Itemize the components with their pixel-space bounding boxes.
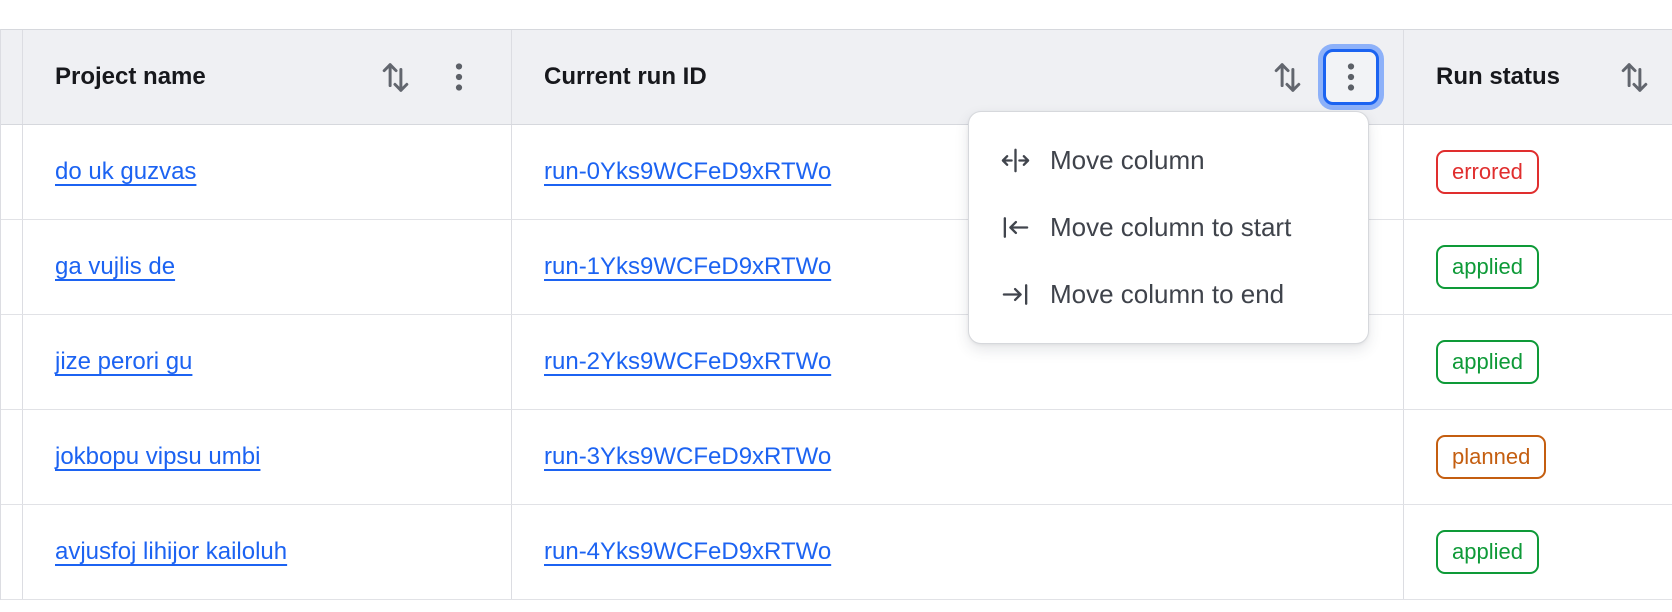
leading-column-header xyxy=(1,30,23,124)
run-status-cell: applied xyxy=(1404,220,1672,314)
column-header-project-name: Project name xyxy=(23,30,512,124)
projects-table: Project name xyxy=(0,29,1672,600)
table-row: do uk guzvas run-0Yks9WCFeD9xRTWo errore… xyxy=(1,125,1672,220)
run-status-cell: applied xyxy=(1404,505,1672,599)
menu-item-move-column-to-end[interactable]: Move column to end xyxy=(969,261,1368,328)
run-id-link[interactable]: run-4Yks9WCFeD9xRTWo xyxy=(544,538,832,565)
menu-item-label: Move column to end xyxy=(1050,279,1285,309)
table-header-row: Project name xyxy=(1,30,1672,125)
menu-item-label: Move column to start xyxy=(1050,212,1292,242)
menu-item-move-column-to-start[interactable]: Move column to start xyxy=(969,194,1368,261)
table-row: jize perori gu run-2Yks9WCFeD9xRTWo appl… xyxy=(1,315,1672,410)
run-id-link[interactable]: run-1Yks9WCFeD9xRTWo xyxy=(544,253,832,280)
menu-item-move-column[interactable]: Move column xyxy=(969,127,1368,194)
move-column-to-end-icon xyxy=(1000,279,1031,310)
table-row: ga vujlis de run-1Yks9WCFeD9xRTWo applie… xyxy=(1,220,1672,315)
kebab-menu-icon xyxy=(1347,63,1355,91)
run-status-cell: applied xyxy=(1404,315,1672,409)
status-badge: applied xyxy=(1436,244,1539,290)
leading-cell xyxy=(1,220,23,314)
sort-arrows-icon xyxy=(382,60,409,95)
kebab-menu-icon xyxy=(455,63,463,91)
column-menu-button-current-run-id[interactable] xyxy=(1323,49,1379,105)
project-name-cell: jize perori gu xyxy=(23,315,512,409)
status-badge: applied xyxy=(1436,339,1539,385)
project-name-cell: ga vujlis de xyxy=(23,220,512,314)
project-name-cell: do uk guzvas xyxy=(23,125,512,219)
run-id-cell: run-0Yks9WCFeD9xRTWo xyxy=(512,125,1404,219)
status-badge: applied xyxy=(1436,529,1539,575)
table-row: jokbopu vipsu umbi run-3Yks9WCFeD9xRTWo … xyxy=(1,410,1672,505)
leading-cell xyxy=(1,505,23,599)
column-label: Current run ID xyxy=(544,63,707,90)
project-link[interactable]: ga vujlis de xyxy=(55,253,176,280)
status-badge: errored xyxy=(1436,149,1539,195)
run-id-cell: run-1Yks9WCFeD9xRTWo xyxy=(512,220,1404,314)
sort-button-current-run-id[interactable] xyxy=(1274,60,1301,95)
project-link[interactable]: jokbopu vipsu umbi xyxy=(55,443,261,470)
project-link[interactable]: avjusfoj lihijor kailoluh xyxy=(55,538,288,565)
run-status-cell: errored xyxy=(1404,125,1672,219)
sort-button-project-name[interactable] xyxy=(382,60,409,95)
move-column-to-start-icon xyxy=(1000,212,1031,243)
move-column-icon xyxy=(1000,145,1031,176)
sort-arrows-icon xyxy=(1621,60,1648,95)
table-row: avjusfoj lihijor kailoluh run-4Yks9WCFeD… xyxy=(1,505,1672,600)
sort-arrows-icon xyxy=(1274,60,1301,95)
run-id-cell: run-4Yks9WCFeD9xRTWo xyxy=(512,505,1404,599)
leading-cell xyxy=(1,410,23,504)
column-label: Run status xyxy=(1436,63,1561,90)
run-id-cell: run-2Yks9WCFeD9xRTWo xyxy=(512,315,1404,409)
project-link[interactable]: do uk guzvas xyxy=(55,158,197,185)
project-link[interactable]: jize perori gu xyxy=(55,348,193,375)
column-context-menu: Move column Move column to start Move co… xyxy=(968,111,1369,344)
column-header-run-status: Run status xyxy=(1404,30,1672,124)
column-menu-button-project-name[interactable] xyxy=(431,49,487,105)
run-id-cell: run-3Yks9WCFeD9xRTWo xyxy=(512,410,1404,504)
leading-cell xyxy=(1,315,23,409)
run-id-link[interactable]: run-0Yks9WCFeD9xRTWo xyxy=(544,158,832,185)
run-status-cell: planned xyxy=(1404,410,1672,504)
project-name-cell: avjusfoj lihijor kailoluh xyxy=(23,505,512,599)
leading-cell xyxy=(1,125,23,219)
sort-button-run-status[interactable] xyxy=(1621,60,1648,95)
run-id-link[interactable]: run-2Yks9WCFeD9xRTWo xyxy=(544,348,832,375)
run-id-link[interactable]: run-3Yks9WCFeD9xRTWo xyxy=(544,443,832,470)
status-badge: planned xyxy=(1436,434,1547,480)
column-header-current-run-id: Current run ID xyxy=(512,30,1404,124)
project-name-cell: jokbopu vipsu umbi xyxy=(23,410,512,504)
menu-item-label: Move column xyxy=(1050,145,1205,175)
column-label: Project name xyxy=(55,63,206,90)
